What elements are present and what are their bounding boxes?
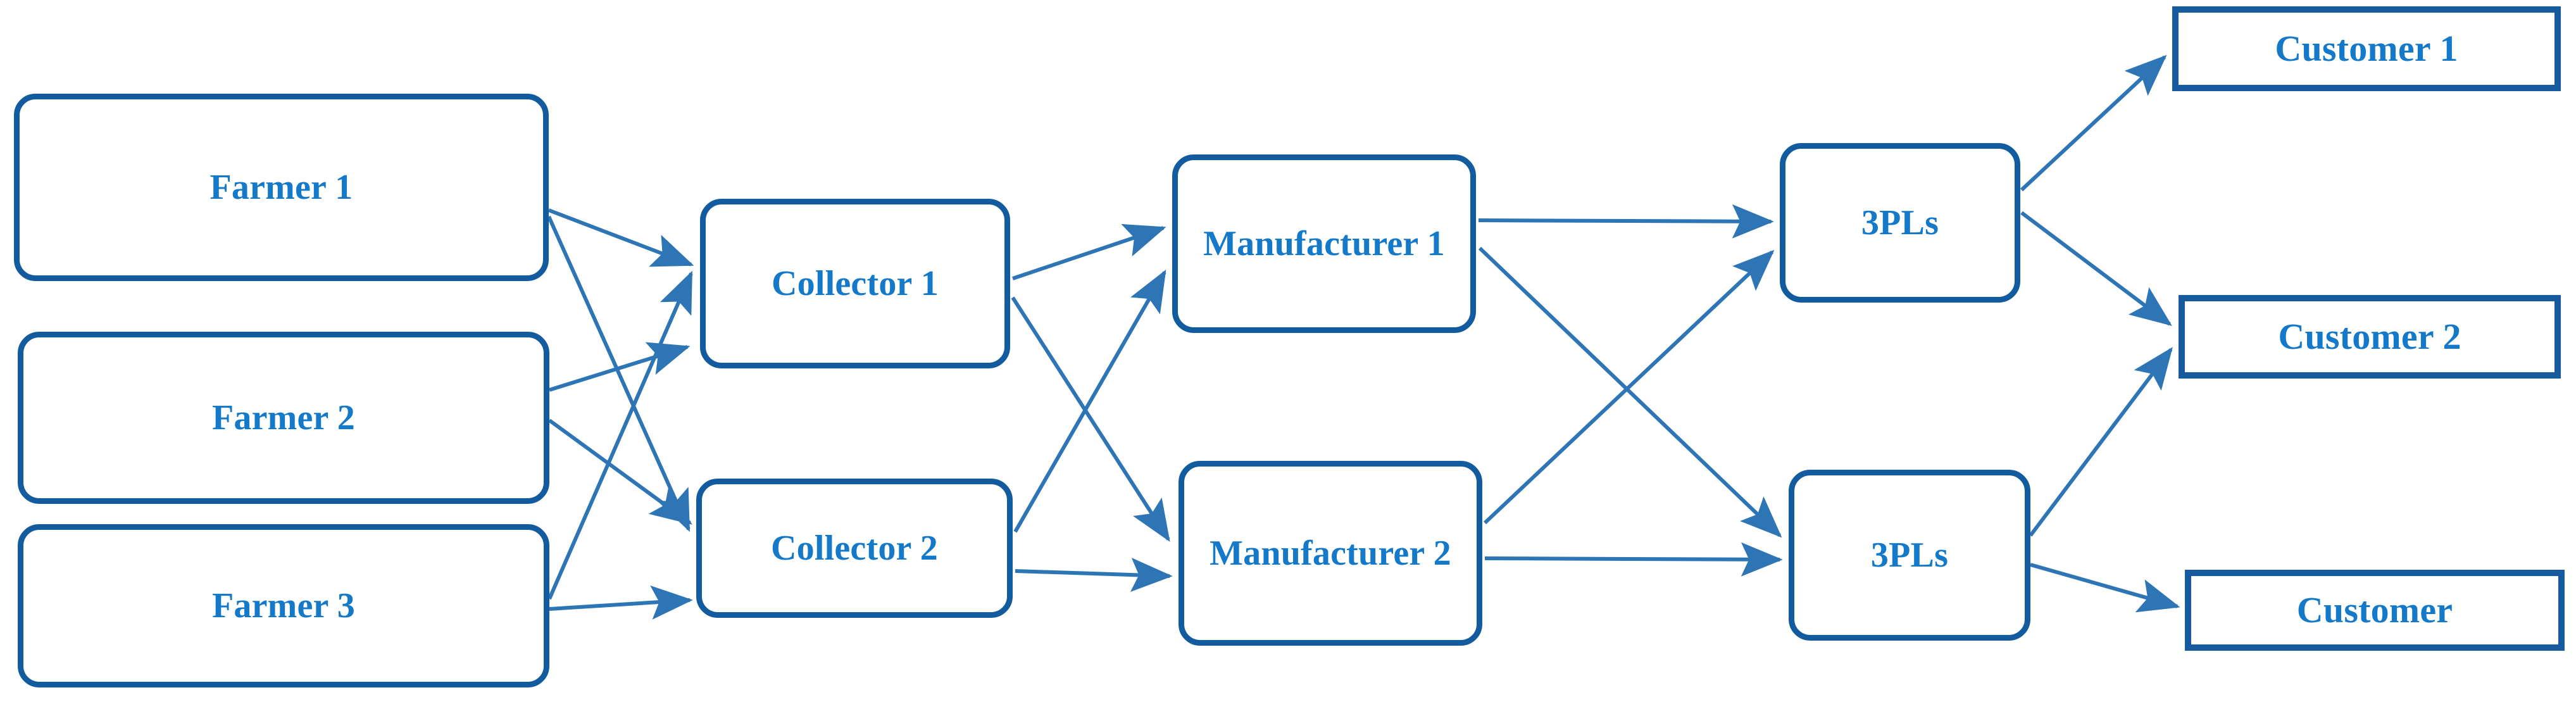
- node-farmer-2[interactable]: Farmer 2: [18, 332, 549, 504]
- edge-manufacturer1-tpl1: [1478, 204, 1774, 239]
- edge-tpl1-customer2: [2020, 211, 2172, 326]
- node-manufacturer-1[interactable]: Manufacturer 1: [1172, 154, 1476, 333]
- node-3pl-2[interactable]: 3PLs: [1789, 470, 2030, 641]
- node-label: Collector 1: [772, 264, 939, 303]
- node-label: 3PLs: [1861, 203, 1939, 242]
- node-label: Farmer 3: [211, 586, 355, 625]
- node-label: Farmer 1: [209, 168, 353, 207]
- node-customer-1[interactable]: Customer 1: [2172, 6, 2561, 91]
- node-label: Customer: [2296, 589, 2453, 631]
- edge-tpl2-customer3: [2030, 563, 2180, 613]
- node-collector-2[interactable]: Collector 2: [696, 479, 1013, 618]
- edge-farmer2-collector2: [548, 418, 692, 525]
- node-customer-3[interactable]: Customer: [2185, 570, 2565, 651]
- node-customer-2[interactable]: Customer 2: [2179, 295, 2561, 379]
- edge-tpl1-customer1: [2020, 54, 2167, 192]
- node-farmer-1[interactable]: Farmer 1: [14, 94, 549, 281]
- node-label: 3PLs: [1870, 536, 1949, 575]
- edge-farmer3-collector2: [549, 585, 693, 620]
- edge-farmer2-collector1: [549, 342, 691, 392]
- edge-collector2-manufacturer1: [1013, 269, 1166, 533]
- node-3pl-1[interactable]: 3PLs: [1780, 143, 2020, 303]
- edge-farmer1-collector2: [547, 215, 691, 532]
- edge-farmer1-collector1: [547, 208, 694, 267]
- edge-manufacturer2-tpl2: [1484, 542, 1783, 577]
- node-label: Manufacturer 1: [1203, 224, 1445, 263]
- node-collector-1[interactable]: Collector 1: [700, 199, 1010, 368]
- node-label: Customer 2: [2278, 316, 2461, 357]
- node-farmer-3[interactable]: Farmer 3: [18, 524, 549, 687]
- edge-collector2-manufacturer2: [1015, 558, 1173, 592]
- node-label: Farmer 2: [211, 398, 355, 437]
- edge-manufacturer2-tpl1: [1483, 249, 1775, 525]
- node-manufacturer-2[interactable]: Manufacturer 2: [1179, 461, 1482, 646]
- node-label: Collector 2: [771, 529, 938, 568]
- edge-farmer3-collector1: [547, 270, 693, 600]
- edge-collector1-manufacturer2: [1011, 296, 1170, 543]
- edge-collector1-manufacturer1: [1012, 223, 1166, 280]
- edge-manufacturer1-tpl2: [1478, 246, 1782, 538]
- node-label: Customer 1: [2275, 28, 2458, 69]
- edge-tpl2-customer2: [2029, 347, 2173, 537]
- node-label: Manufacturer 2: [1210, 534, 1451, 573]
